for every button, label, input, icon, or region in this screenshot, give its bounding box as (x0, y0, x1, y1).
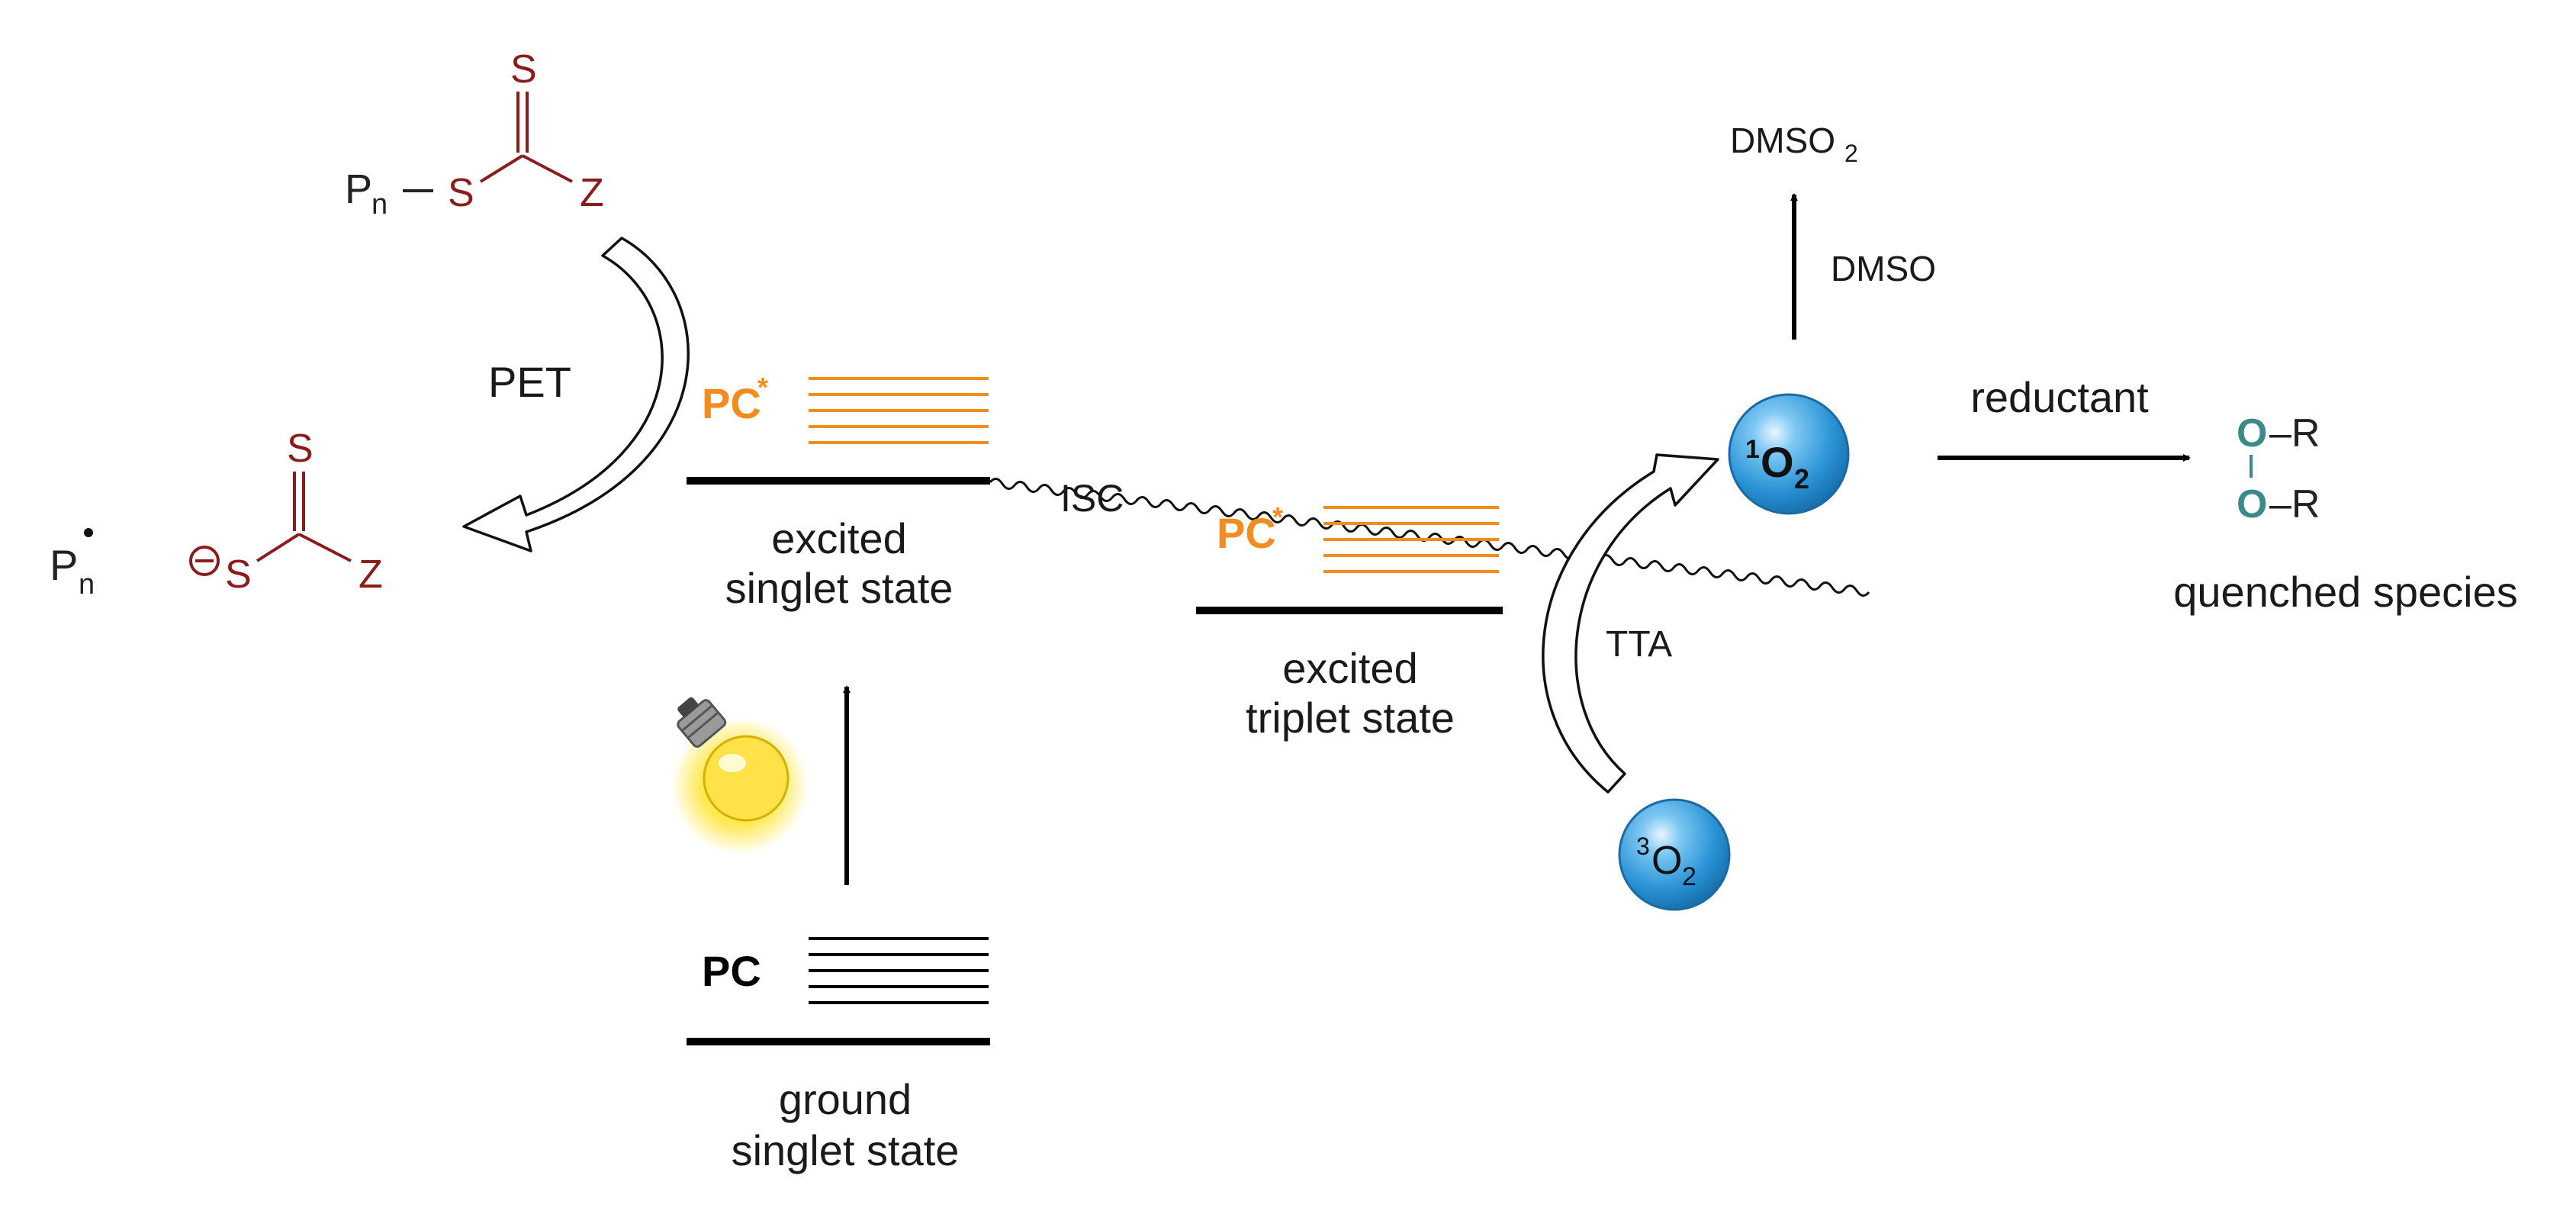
quenched-species-caption: quenched species (2173, 568, 2517, 616)
ground-singlet-name-line1: ground (779, 1075, 912, 1123)
isc-label: ISC (1060, 477, 1124, 520)
polymer-radical: P n (50, 528, 95, 601)
anion-thione-sulfur: S (287, 427, 314, 471)
excited-singlet-pc-star: * (757, 372, 768, 403)
c-z-bond (522, 154, 573, 183)
excited-triplet-name-line2: triplet state (1246, 694, 1455, 742)
peroxide-r-bottom: –R (2269, 482, 2320, 527)
raft-bridge-sulfur: S (448, 171, 474, 215)
singlet-oxygen-sphere: 1 O 2 (1728, 393, 1850, 515)
excited-triplet-state: PC * excited triplet state (1196, 501, 1503, 742)
excited-triplet-pc-label: PC (1217, 509, 1276, 557)
excited-triplet-vibrational-levels (1323, 506, 1499, 573)
anion-z-group: Z (359, 552, 383, 597)
ground-singlet-pc-label: PC (702, 947, 761, 995)
pet-label: PET (488, 358, 571, 406)
singlet-oxygen-superscript: 1 (1745, 435, 1760, 464)
peroxide-structure: O O –R –R (2237, 411, 2320, 527)
s-c-bond (479, 154, 524, 183)
excited-singlet-name-line2: singlet state (725, 564, 954, 612)
isc-wavy-line (989, 478, 1870, 597)
ground-singlet-name-line2: singlet state (732, 1126, 960, 1174)
trithiocarbonate-anion: S S Z (189, 427, 383, 597)
reductant-label: reductant (1970, 373, 2149, 421)
dmso-reagent-label: DMSO (1831, 249, 1936, 288)
anion-sulfur: S (225, 552, 252, 597)
singlet-oxygen-subscript: 2 (1794, 463, 1809, 494)
peroxide-o-top: O (2237, 411, 2267, 456)
raft-polymer-subscript: n (371, 188, 388, 221)
excited-triplet-pc-star: * (1272, 501, 1283, 533)
dmso2-product-label: DMSO (1730, 121, 1835, 160)
excited-singlet-name-line1: excited (771, 514, 906, 562)
triplet-oxygen-symbol: O (1651, 839, 1682, 883)
triplet-oxygen-superscript: 3 (1636, 833, 1650, 860)
excited-singlet-vibrational-levels (809, 377, 989, 444)
radical-dot (84, 528, 93, 537)
peroxide-r-top: –R (2269, 411, 2320, 456)
triplet-oxygen-subscript: 2 (1682, 862, 1696, 891)
light-bulb-icon (671, 697, 809, 855)
excited-singlet-state: PC * excited singlet state (687, 372, 990, 612)
tta-curved-arrow (1542, 453, 1719, 794)
excited-singlet-pc-label: PC (702, 379, 761, 427)
singlet-oxygen-symbol: O (1761, 438, 1794, 486)
excited-triplet-name-line1: excited (1282, 644, 1417, 692)
peroxide-o-bottom: O (2237, 482, 2267, 527)
raft-agent-structure: P n S S Z (345, 47, 604, 221)
triplet-oxygen-sphere: 3 O 2 (1618, 798, 1731, 911)
dmso2-product-subscript: 2 (1844, 140, 1858, 167)
radical-polymer-label: P (50, 541, 78, 589)
ground-singlet-vibrational-levels (809, 937, 989, 1004)
radical-polymer-subscript: n (79, 568, 95, 601)
raft-polymer-label: P (345, 166, 372, 212)
raft-z-group: Z (580, 171, 604, 215)
ground-singlet-state: PC ground singlet state (687, 937, 990, 1174)
negative-charge-icon (189, 546, 220, 576)
raft-thione-sulfur: S (510, 47, 537, 92)
pet-curved-arrow (462, 237, 690, 552)
tta-label: TTA (1606, 624, 1672, 665)
